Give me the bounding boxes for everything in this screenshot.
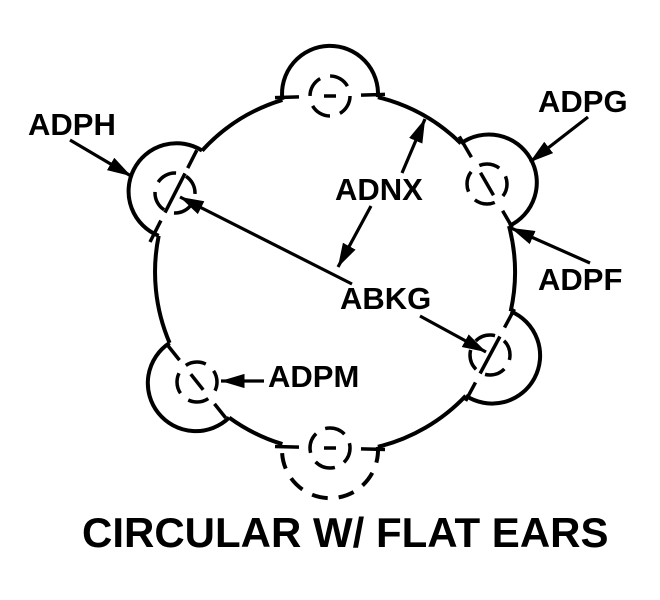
hole-upper-left-bolt-dash-b [186, 149, 199, 169]
label-adpg: ADPG [538, 84, 628, 119]
ear-bottom-hidden [280, 443, 380, 501]
body-arc-left [153, 235, 172, 344]
hole-upper-right-bolt-dash-a [457, 135, 473, 159]
hole-lower-right-center-mark [478, 335, 502, 375]
leader-arrows [69, 115, 591, 389]
hole-top-bolt-dash-left [274, 95, 300, 100]
ear-lower-right [464, 309, 543, 406]
ear-upper-right [459, 132, 539, 228]
hole-upper-left-center-mark [163, 172, 187, 214]
body-arc-right [507, 225, 517, 312]
ear-upper-left [126, 141, 204, 238]
hole-upper-right-circle [465, 162, 509, 206]
figure-caption: CIRCULAR W/ FLAT EARS [82, 509, 609, 556]
ear-lower-left [145, 341, 231, 434]
hole-bottom-bolt-dash-left [274, 444, 300, 449]
hole-top [274, 74, 386, 118]
hole-bottom [274, 426, 386, 470]
hole-lower-right-bolt-dash-a [502, 308, 516, 329]
label-adph: ADPH [28, 107, 116, 142]
hole-lower-right-bolt-dash-b [464, 381, 478, 402]
hole-lower-left [166, 345, 228, 419]
hole-upper-right-center-mark [478, 171, 496, 197]
hole-lower-right [464, 308, 516, 402]
body-arc-bottom-right [377, 394, 468, 449]
hole-upper-right-bolt-dash-b [501, 209, 514, 229]
hole-top-bolt-dash-right [360, 92, 386, 97]
ear-top [280, 43, 380, 101]
adnx-leader-arrow-upper [400, 118, 427, 174]
body-outline [153, 95, 517, 449]
ear-lobes [126, 43, 543, 501]
hole-top-circle [308, 74, 352, 118]
adnx-leader-arrow-lower [336, 205, 373, 268]
body-arc-top-right [377, 95, 463, 145]
hole-upper-left-bolt-dash-a [148, 219, 163, 243]
hole-lower-left-circle [175, 360, 219, 404]
adph-leader-arrow [69, 138, 132, 178]
hole-bottom-bolt-dash-right [360, 447, 386, 452]
hole-lower-left-bolt-dash-b [166, 345, 181, 362]
label-adnx: ADNX [335, 172, 423, 207]
hole-upper-left [148, 149, 199, 243]
hole-lower-left-bolt-dash-a [213, 402, 228, 419]
hole-upper-left-circle [153, 171, 197, 215]
hole-upper-right [457, 135, 514, 229]
body-arc-bottom-left [228, 415, 283, 447]
hole-bottom-circle [308, 426, 352, 470]
label-adpm: ADPM [268, 359, 360, 394]
hole-lower-right-circle [468, 333, 512, 377]
label-abkg: ABKG [340, 281, 432, 316]
adpf-leader-arrow [510, 226, 591, 265]
abkg-leader-arrow-lower-right [419, 314, 487, 354]
hole-lower-left-center-mark [189, 373, 205, 391]
adpg-leader-arrow [529, 115, 589, 164]
body-arc-top-left [200, 97, 283, 152]
label-adpf: ADPF [538, 262, 623, 297]
abkg-leader-arrow-upper-left [179, 195, 353, 286]
